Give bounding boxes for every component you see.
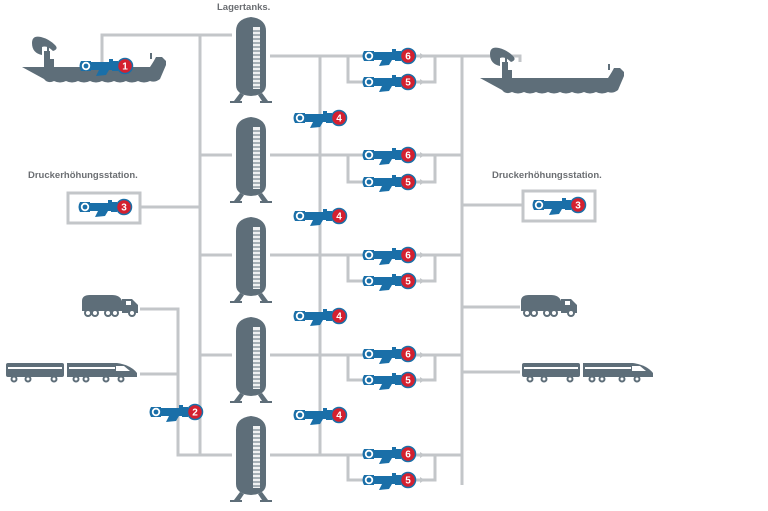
- pump-1-ship-unloading: 1: [79, 57, 134, 76]
- pump-5-loading: 5: [362, 371, 417, 390]
- pump-number: 5: [405, 78, 411, 89]
- pump-number: 4: [336, 411, 342, 422]
- flow-arrow-icon: [420, 452, 425, 458]
- pump-badge: [115, 198, 133, 216]
- pump-number: 5: [405, 178, 411, 189]
- pumps-layer: 1 2 3 3 4 4 4 4 6 5 6 5 6 5 6 5 6 5: [78, 47, 587, 490]
- pipe-ship-right: [462, 54, 522, 62]
- pump-number: 6: [405, 350, 411, 361]
- pump-icon: [293, 408, 332, 425]
- pump-number: 2: [192, 408, 198, 419]
- pump-icon: [293, 309, 332, 326]
- pump-badge: [569, 196, 587, 214]
- flow-arrow-icon: [420, 278, 425, 284]
- pump-badge: [330, 109, 348, 127]
- pump-number: 6: [405, 52, 411, 63]
- storage-tank-4-icon: [229, 316, 273, 404]
- pump-number: 6: [405, 151, 411, 162]
- pump-number: 3: [575, 201, 581, 212]
- pipe-truck-left: [140, 307, 200, 457]
- pump-number: 1: [122, 62, 128, 73]
- pump-number: 6: [405, 450, 411, 461]
- pump-number: 6: [405, 251, 411, 262]
- pump-4-transfer: 4: [293, 307, 348, 326]
- pump-2-truck-rail-unloading: 2: [149, 403, 204, 422]
- pump-6-loading: 6: [362, 146, 417, 165]
- storage-tank-2-icon: [229, 116, 273, 204]
- pump-4-transfer: 4: [293, 207, 348, 226]
- flow-arrow-icon: [420, 252, 425, 258]
- pump-number: 5: [405, 376, 411, 387]
- pump-icon: [362, 347, 401, 364]
- flow-arrow-icon: [420, 477, 425, 483]
- pump-icon: [362, 373, 401, 390]
- pump-badge: [399, 445, 417, 463]
- ship-right-icon: [480, 47, 624, 94]
- pump-6-loading: 6: [362, 445, 417, 464]
- pump-icon: [362, 274, 401, 291]
- pump-6-loading: 6: [362, 345, 417, 364]
- pump-icon: [362, 447, 401, 464]
- ship-left-icon: [22, 36, 166, 83]
- train-right-icon: [521, 362, 654, 383]
- pump-number: 4: [336, 312, 342, 323]
- pump-icon: [362, 75, 401, 92]
- pump-badge: [399, 272, 417, 290]
- pump-badge: [186, 403, 204, 421]
- pump-5-loading: 5: [362, 73, 417, 92]
- pump-4-transfer: 4: [293, 109, 348, 128]
- pump-number: 5: [405, 476, 411, 487]
- flow-arrow-icon: [420, 179, 425, 185]
- pump-5-loading: 5: [362, 173, 417, 192]
- pump-badge: [399, 47, 417, 65]
- pump-badge: [399, 471, 417, 489]
- pump-3-booster-right: 3: [532, 196, 587, 215]
- storage-tanks-label: Lagertanks.: [217, 2, 271, 13]
- pump-badge: [399, 73, 417, 91]
- pump-icon: [293, 111, 332, 128]
- pump-icon: [149, 405, 188, 422]
- tank-truck-left-icon: [81, 294, 139, 317]
- pump-icon: [362, 248, 401, 265]
- flow-arrow-icon: [420, 79, 425, 85]
- pump-icon: [362, 175, 401, 192]
- pump-icon: [362, 473, 401, 490]
- pump-badge: [116, 57, 134, 75]
- pipe-ship-left: [100, 33, 232, 62]
- pump-badge: [330, 207, 348, 225]
- pump-6-loading: 6: [362, 246, 417, 265]
- pump-icon: [362, 148, 401, 165]
- pump-badge: [399, 146, 417, 164]
- flow-arrow-icon: [420, 152, 425, 158]
- pump-badge: [399, 371, 417, 389]
- booster-station-left-label: Druckerhöhungsstation.: [28, 170, 138, 181]
- pump-number: 3: [121, 203, 127, 214]
- flow-arrow-icon: [420, 53, 425, 59]
- pump-number: 4: [336, 114, 342, 125]
- storage-tank-5-icon: [229, 415, 273, 503]
- train-left-icon: [5, 362, 138, 383]
- pump-3-booster-left: 3: [78, 198, 133, 217]
- flow-arrow-icon: [420, 377, 425, 383]
- pump-badge: [399, 246, 417, 264]
- pump-icon: [362, 49, 401, 66]
- flow-arrow-icon: [420, 352, 425, 358]
- booster-station-right-label: Druckerhöhungsstation.: [492, 170, 602, 181]
- tank-truck-right-icon: [520, 294, 578, 317]
- storage-tank-3-icon: [229, 216, 273, 304]
- pump-badge: [330, 406, 348, 424]
- pump-6-loading: 6: [362, 47, 417, 66]
- pump-5-loading: 5: [362, 471, 417, 490]
- pump-badge: [399, 345, 417, 363]
- pump-number: 5: [405, 277, 411, 288]
- pump-icon: [293, 209, 332, 226]
- pump-badge: [330, 307, 348, 325]
- pump-number: 4: [336, 212, 342, 223]
- pump-4-transfer: 4: [293, 406, 348, 425]
- pump-5-loading: 5: [362, 272, 417, 291]
- storage-tank-1-icon: [229, 16, 273, 104]
- pump-badge: [399, 173, 417, 191]
